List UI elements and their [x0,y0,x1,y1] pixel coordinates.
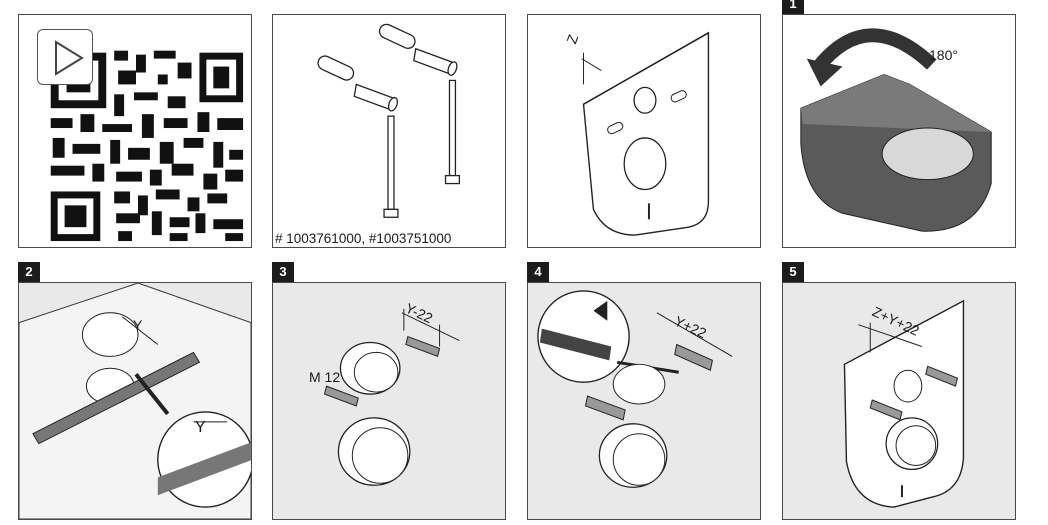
step-2-badge: 2 [18,262,40,282]
step-5-panel: Z+Y+22 [782,282,1016,520]
measure-y-illustration [19,283,251,519]
insert-rod-illustration [537,290,733,488]
cut-rod-illustration [323,308,460,486]
play-icon [55,40,84,76]
parts-illustration [317,23,461,218]
step-4-badge: 4 [527,262,549,282]
step-3-badge: 3 [272,262,294,282]
step-2-panel: Y Y [18,282,252,520]
toilet-rotate-illustration [800,28,992,232]
part-numbers-caption: # 1003761000, #1003751000 [275,231,452,246]
step-4-panel: Y+22 [527,282,761,520]
step-1-badge: 1 [782,0,804,14]
mounting-plate-illustration [581,31,710,236]
step-3-panel: Y-22 M 12 [272,282,506,520]
dimension-y-label: Y [133,317,143,333]
mounted-plate-illustration [843,299,965,508]
play-button[interactable] [37,29,93,85]
mounting-frame-panel: Z [527,14,761,248]
thread-m12-label: M 12 [309,369,341,385]
dimension-y-zoom-label: Y [195,419,206,436]
step-1-panel: 180° [782,14,1016,248]
qr-code-panel[interactable] [18,14,252,248]
step-5-badge: 5 [782,262,804,282]
rotation-angle-label: 180° [929,47,958,63]
parts-panel: # 1003761000, #1003751000 [272,14,506,248]
